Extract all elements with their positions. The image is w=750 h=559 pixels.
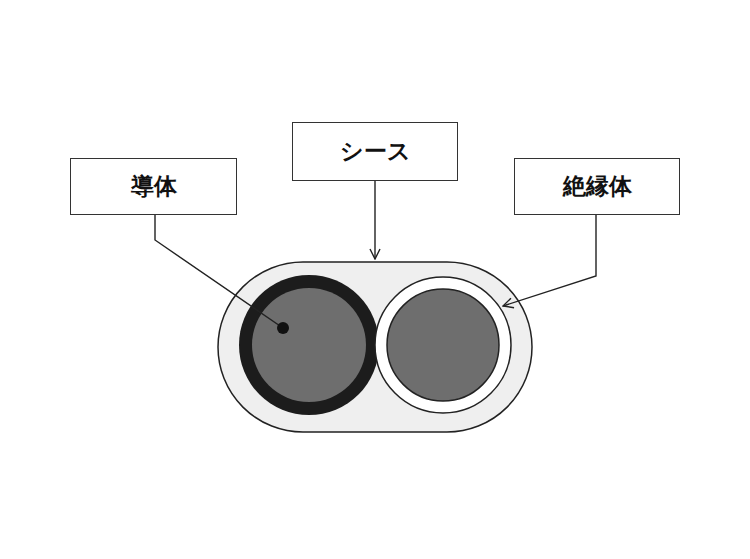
left-conductor <box>252 288 366 402</box>
right-insulation <box>375 277 511 413</box>
label-text: シース <box>340 139 411 164</box>
right-conductor <box>387 289 499 401</box>
leader-arrow <box>374 181 375 259</box>
label-box: シース <box>292 122 458 181</box>
label-text: 絶縁体 <box>563 174 632 199</box>
left-insulation <box>239 275 379 415</box>
label-text: 導体 <box>131 174 177 199</box>
label-box: 絶縁体 <box>514 158 680 215</box>
label-box: 導体 <box>70 158 237 215</box>
sheath-outline <box>218 262 532 432</box>
leader-line <box>155 215 283 328</box>
leader-dot <box>277 322 289 334</box>
leader-arrow <box>503 215 596 306</box>
